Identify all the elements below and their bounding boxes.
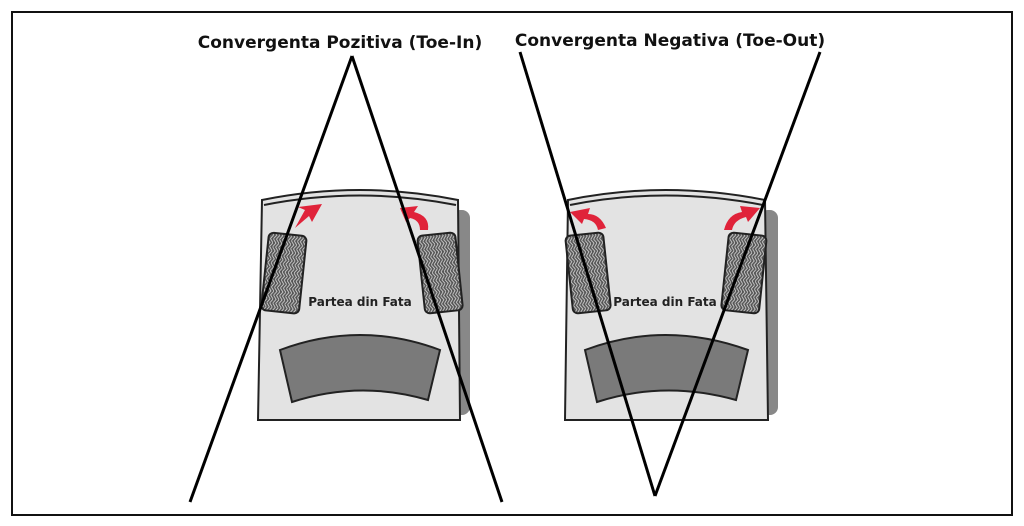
arrow-right-outward-icon	[724, 206, 760, 230]
toe-out-line-left	[518, 51, 657, 497]
title-toe-out: Convergenta Negativa (Toe-Out)	[515, 31, 825, 51]
car-label: Partea din Fata	[613, 295, 717, 309]
arrow-left-inward-icon	[295, 204, 322, 228]
bumper-line	[569, 194, 764, 206]
frame-border	[11, 11, 1013, 516]
right-tire	[720, 231, 768, 315]
toe-out-line-right	[653, 51, 822, 497]
arrow-left-outward-icon	[570, 208, 606, 230]
car-label: Partea din Fata	[308, 295, 412, 309]
windshield	[278, 334, 442, 404]
bumper-line	[263, 194, 457, 206]
title-toe-in: Convergenta Pozitiva (Toe-In)	[198, 33, 482, 53]
toe-in-line-right	[350, 55, 504, 503]
toe-in-line-left	[188, 55, 354, 503]
arrow-right-inward-icon	[400, 206, 429, 230]
right-tire	[416, 231, 464, 315]
car-toe-in: Partea din Fata	[256, 189, 470, 421]
alignment-lines	[188, 51, 822, 503]
